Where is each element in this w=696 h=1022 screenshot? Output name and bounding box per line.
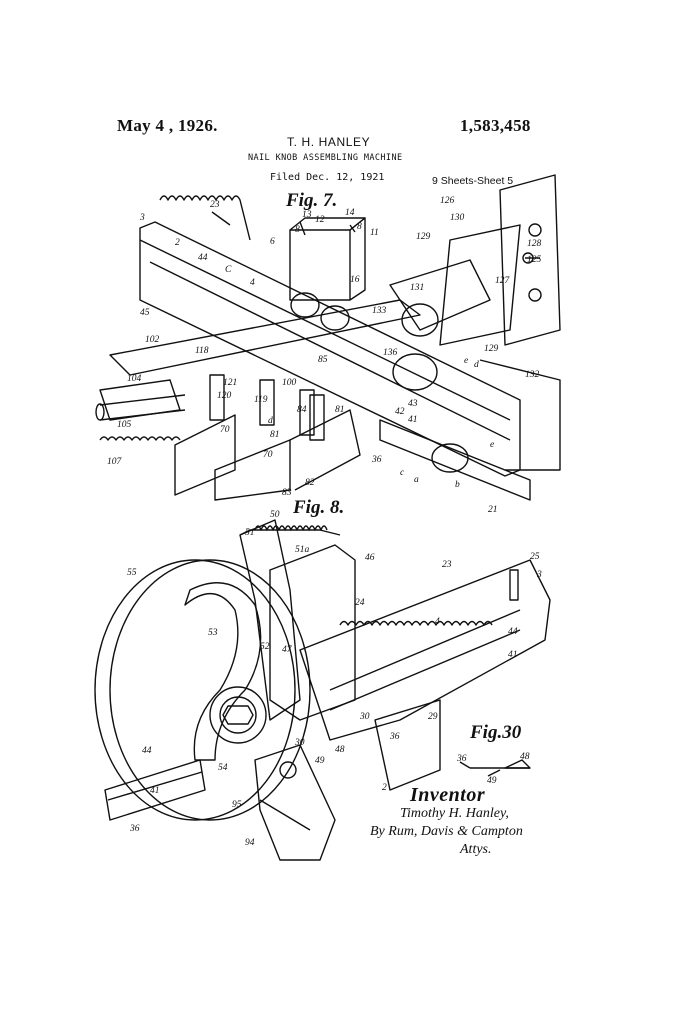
ref-numeral: 3 (537, 570, 542, 580)
ref-numeral: 4 (435, 617, 440, 627)
fig30-label: Fig.30 (470, 722, 521, 744)
ref-numeral: 125 (527, 255, 541, 265)
ref-numeral: 118 (195, 346, 209, 356)
ref-numeral: 94 (245, 838, 255, 848)
ref-numeral: 83 (282, 488, 292, 498)
ref-numeral: 48 (335, 745, 345, 755)
ref-numeral: 81 (335, 405, 345, 415)
ref-numeral: 102 (145, 335, 159, 345)
ref-numeral: a (414, 475, 419, 485)
ref-numeral: 48 (520, 752, 530, 762)
ref-numeral: 130 (450, 213, 464, 223)
ref-numeral: 55 (127, 568, 137, 578)
ref-numeral: 70 (263, 450, 273, 460)
ref-numeral: 6 (270, 237, 275, 247)
ref-numeral: 30 (360, 712, 370, 722)
ref-numeral: 100 (282, 378, 296, 388)
ref-numeral: 95 (232, 800, 242, 810)
ref-numeral: 49 (487, 776, 497, 786)
ref-numeral: 85 (318, 355, 328, 365)
ref-numeral: 49 (315, 756, 325, 766)
ref-numeral: 2 (382, 783, 387, 793)
attorney-signature: By Rum, Davis & Campton (370, 824, 523, 840)
ref-numeral: 36 (130, 824, 140, 834)
ref-numeral: 8 (295, 225, 300, 235)
ref-numeral: 21 (488, 505, 498, 515)
ref-numeral: 54 (218, 763, 228, 773)
ref-numeral: 36 (457, 754, 467, 764)
ref-numeral: 29 (428, 712, 438, 722)
ref-numeral: 43 (408, 399, 418, 409)
ref-numeral: 42 (395, 407, 405, 417)
ref-numeral: 47 (282, 645, 292, 655)
ref-numeral: e (490, 440, 494, 450)
ref-numeral: 51a (295, 545, 309, 555)
ref-numeral: 107 (107, 457, 121, 467)
ref-numeral: 4 (250, 278, 255, 288)
ref-numeral: d (268, 416, 273, 426)
ref-numeral: 127 (495, 276, 509, 286)
ref-numeral: d (474, 360, 479, 370)
ref-numeral: 25 (530, 552, 540, 562)
ref-numeral: 136 (383, 348, 397, 358)
ref-numeral: 2 (175, 238, 180, 248)
fig7-drawing (96, 175, 560, 500)
ref-numeral: b (455, 480, 460, 490)
ref-numeral: 41 (150, 786, 160, 796)
ref-numeral: 30 (295, 738, 305, 748)
ref-numeral: 50 (270, 510, 280, 520)
fig30-drawing (460, 760, 530, 776)
ref-numeral: e (464, 356, 468, 366)
ref-numeral: 13 (302, 210, 312, 220)
ref-numeral: 44 (142, 746, 152, 756)
ref-numeral: 46 (365, 553, 375, 563)
ref-numeral: 14 (345, 208, 355, 218)
ref-numeral: 12 (315, 215, 325, 225)
ref-numeral: 53 (208, 628, 218, 638)
ref-numeral: 131 (410, 283, 424, 293)
ref-numeral: c (400, 468, 404, 478)
ref-numeral: 132 (525, 370, 539, 380)
fig8-label: Fig. 8. (293, 497, 344, 519)
ref-numeral: 104 (127, 374, 141, 384)
ref-numeral: 70 (220, 425, 230, 435)
ref-numeral: 121 (223, 378, 237, 388)
ref-numeral: 11 (370, 228, 379, 238)
inventor-label: Inventor (410, 784, 485, 807)
ref-numeral: 36 (390, 732, 400, 742)
ref-numeral: 23 (442, 560, 452, 570)
ref-numeral: 126 (440, 196, 454, 206)
ref-numeral: 8 (357, 222, 362, 232)
ref-numeral: 44 (198, 253, 208, 263)
ref-numeral: 120 (217, 391, 231, 401)
ref-numeral: 128 (527, 239, 541, 249)
ref-numeral: 129 (484, 344, 498, 354)
ref-numeral: 119 (254, 395, 268, 405)
ref-numeral: 105 (117, 420, 131, 430)
ref-numeral: 16 (350, 275, 360, 285)
ref-numeral: 51 (245, 528, 255, 538)
ref-numeral: 36 (372, 455, 382, 465)
ref-numeral: 133 (372, 306, 386, 316)
ref-numeral: 129 (416, 232, 430, 242)
ref-numeral: 52 (260, 642, 270, 652)
ref-numeral: 45 (140, 308, 150, 318)
attorneys-label: Attys. (460, 842, 492, 858)
ref-numeral: 44 (508, 627, 518, 637)
ref-numeral: C (225, 265, 231, 275)
ref-numeral: 82 (305, 478, 315, 488)
ref-numeral: 81 (270, 430, 280, 440)
inventor-signature: Timothy H. Hanley, (400, 806, 509, 822)
fig7-label: Fig. 7. (286, 190, 337, 212)
ref-numeral: 24 (355, 598, 365, 608)
ref-numeral: 84 (297, 405, 307, 415)
ref-numeral: 23 (210, 200, 220, 210)
ref-numeral: 41 (408, 415, 418, 425)
ref-numeral: 41 (508, 650, 518, 660)
ref-numeral: 3 (140, 213, 145, 223)
